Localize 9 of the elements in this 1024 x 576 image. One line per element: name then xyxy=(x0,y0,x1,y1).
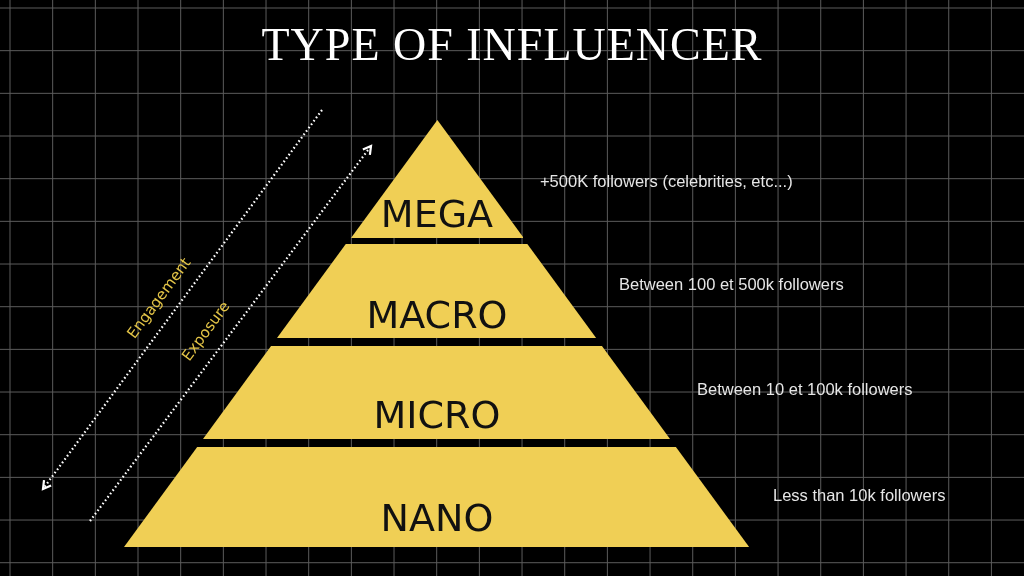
tier-label: MACRO xyxy=(366,294,508,336)
follower-range-text: Between 100 et 500k followers xyxy=(619,274,844,294)
tier-label: MICRO xyxy=(373,394,501,436)
follower-range-text: Between 10 et 100k followers xyxy=(697,379,913,399)
tier-label: MEGA xyxy=(380,193,494,235)
tier-label: NANO xyxy=(380,497,494,539)
follower-range-text: Less than 10k followers xyxy=(773,485,946,505)
follower-range-text: +500K followers (celebrities, etc...) xyxy=(540,171,793,191)
title: TYPE OF INFLUENCER xyxy=(261,19,763,70)
